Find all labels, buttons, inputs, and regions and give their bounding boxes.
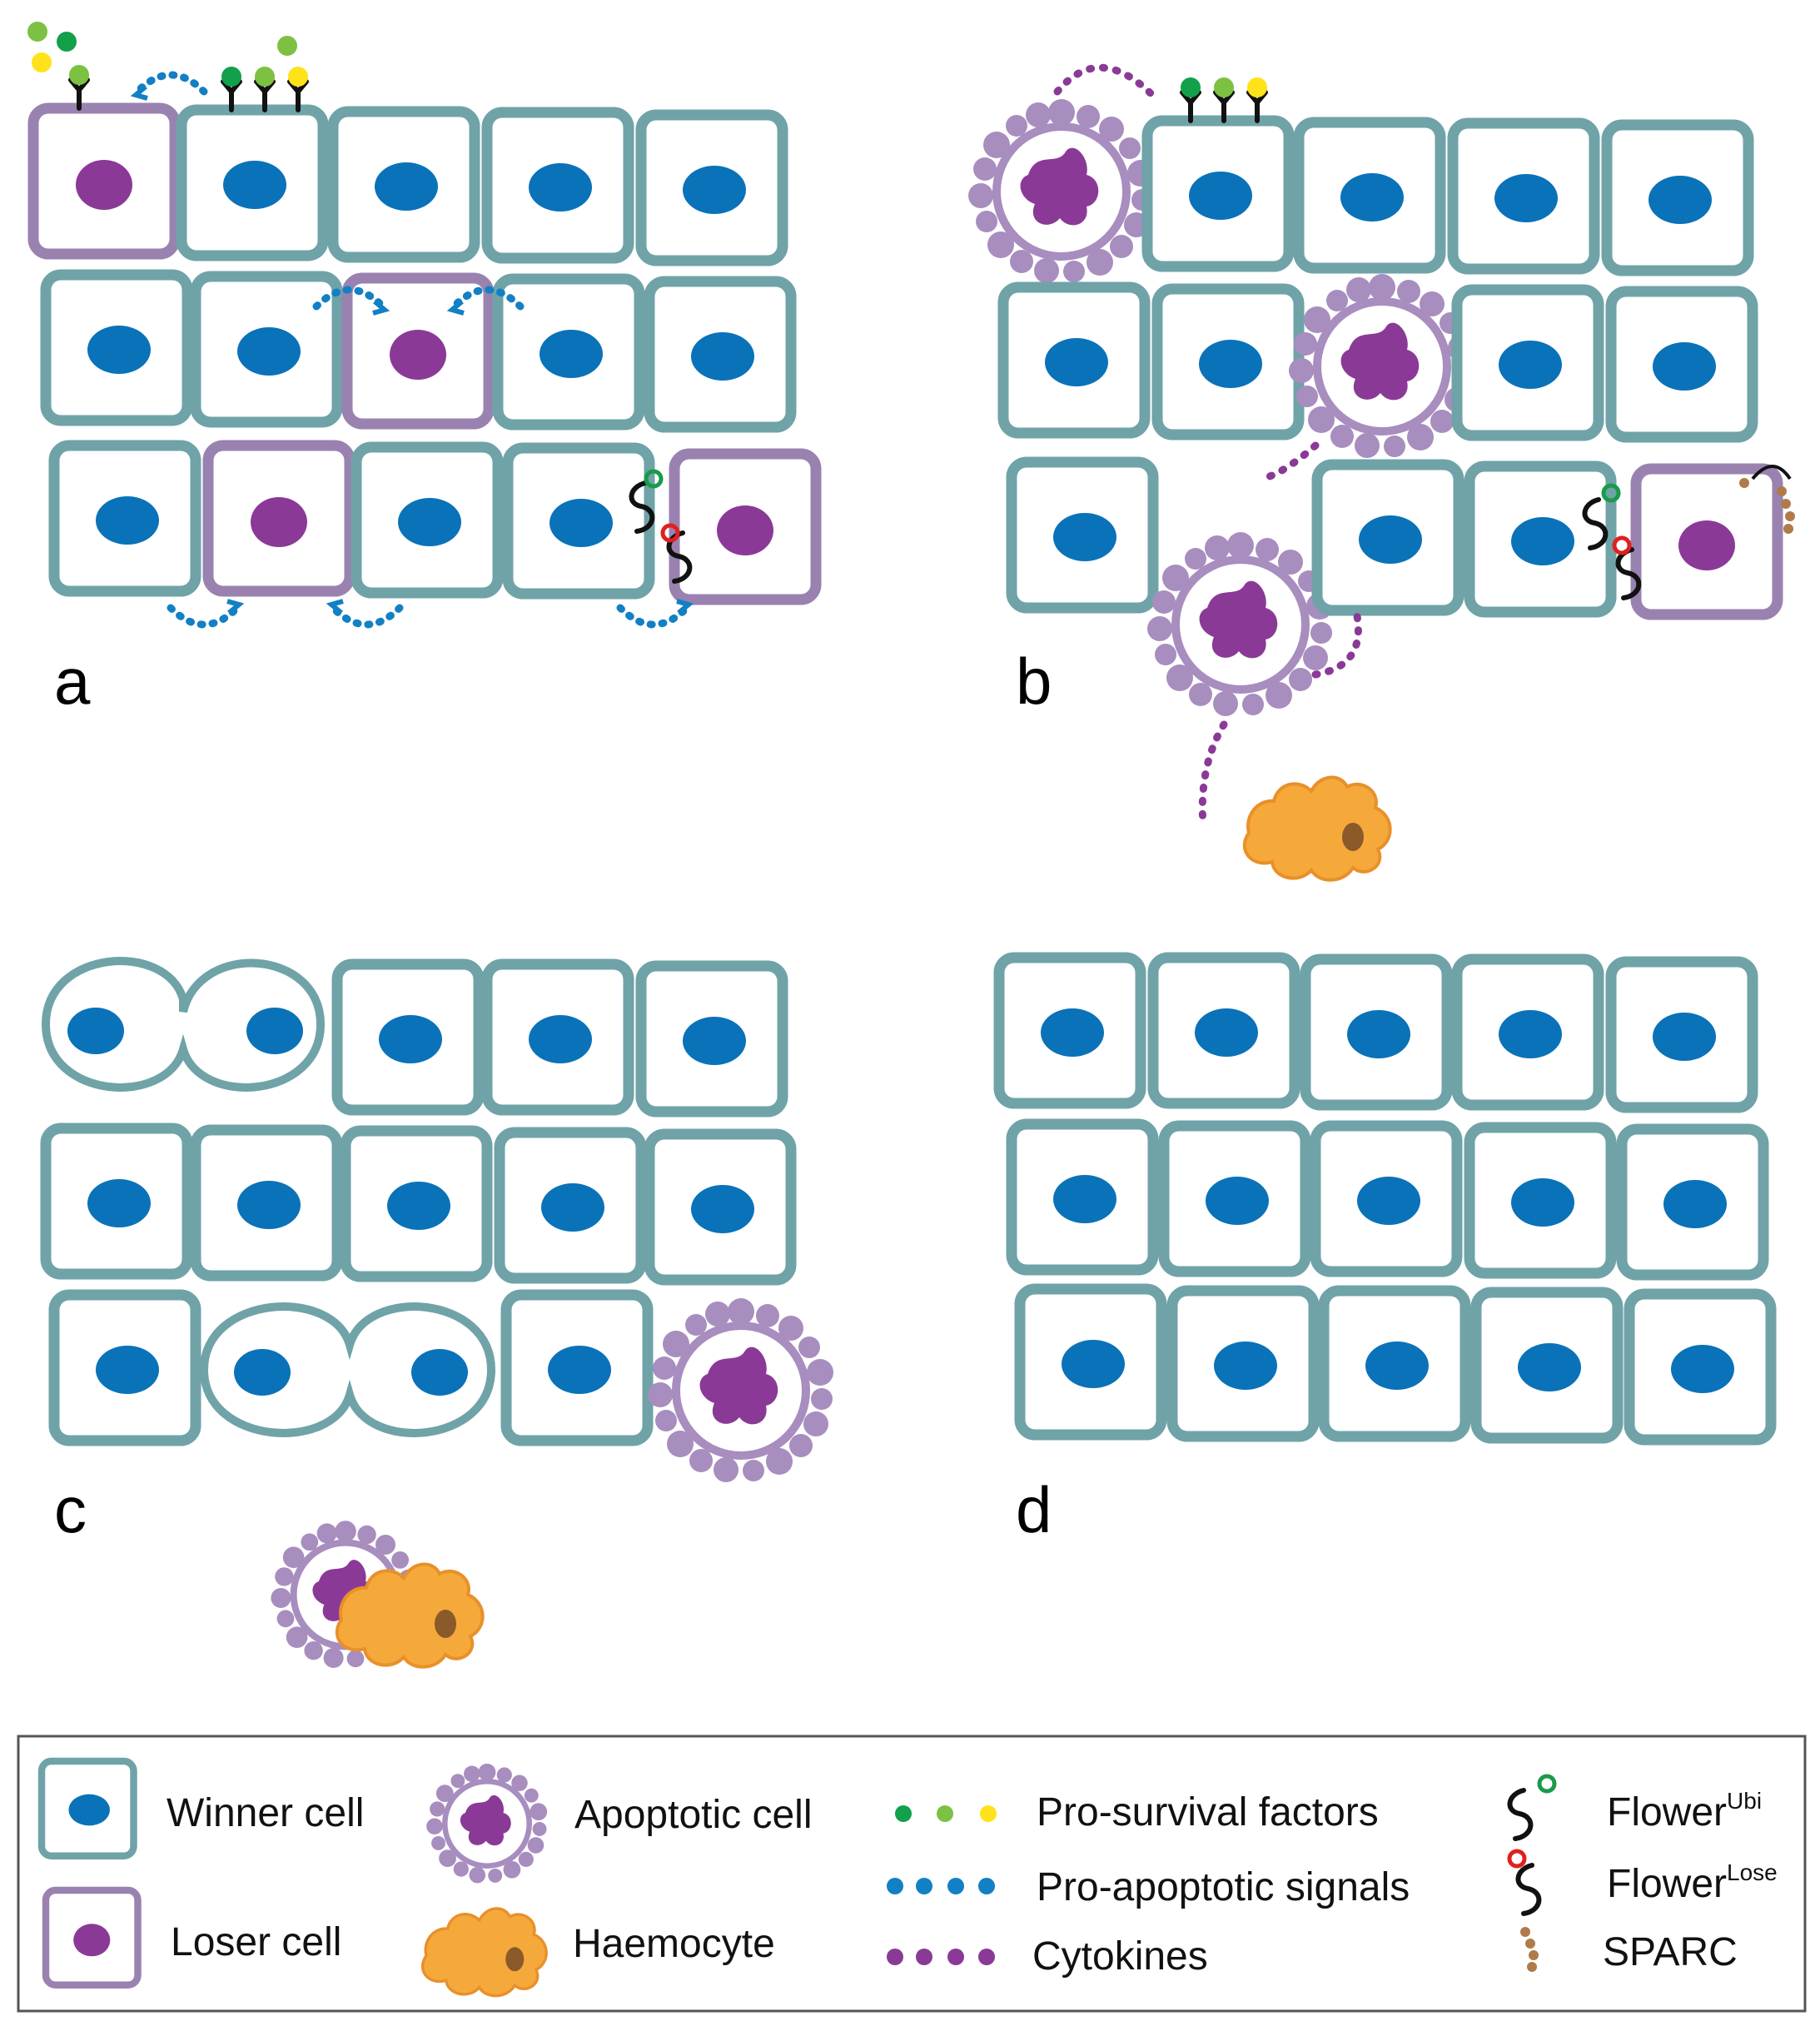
row-a2: [46, 275, 791, 427]
haemocyte: [1242, 775, 1392, 882]
winner-cell: [1469, 466, 1611, 612]
legend-flower-ubi: FlowerUbi: [1607, 1788, 1762, 1834]
winner-cell: [1003, 287, 1145, 433]
loser-cell: [33, 108, 175, 254]
winner-cell: [508, 448, 649, 594]
winner-cell: [1607, 125, 1748, 271]
loser-cell: [1636, 469, 1778, 615]
winner-cell: [1611, 962, 1753, 1108]
winner-cell: [1317, 465, 1459, 610]
winner-cell: [1164, 1126, 1305, 1272]
legend-box: [17, 1735, 1807, 2013]
pro-survival-factors-b: [1181, 77, 1267, 121]
loser-cell: [208, 446, 350, 591]
panel-a-label: a: [54, 645, 91, 718]
winner-cell: [1457, 290, 1599, 436]
winner-cell: [1147, 121, 1289, 266]
winner-cell-icon: [42, 1761, 134, 1856]
winner-cell: [649, 1134, 791, 1280]
winner-cell: [54, 1295, 196, 1441]
loser-cell-icon: [46, 1890, 138, 1985]
winner-cell: [1305, 959, 1447, 1105]
winner-cell: [500, 1132, 641, 1278]
apoptotic-cell: [1147, 532, 1333, 716]
legend-haemocyte: Haemocyte: [573, 1922, 775, 1966]
sparc-b: [1739, 465, 1795, 534]
panel-d: d: [999, 958, 1771, 1546]
row-a3: [54, 446, 816, 600]
winner-cell: [356, 447, 498, 593]
winner-cell: [1012, 1124, 1153, 1270]
legend-flower-lose: FlowerLose: [1607, 1859, 1778, 1906]
winner-cell: [487, 112, 629, 258]
winner-cell: [1457, 959, 1599, 1105]
winner-cell: [337, 964, 479, 1110]
flower-a: [632, 469, 690, 581]
winner-cell: [1012, 462, 1153, 608]
panel-b-label: b: [1016, 645, 1052, 718]
winner-cell: [346, 1131, 487, 1277]
winner-cell: [1629, 1294, 1771, 1440]
winner-cell: [46, 1128, 187, 1274]
loser-cell: [674, 454, 816, 600]
apoptotic-cell: [968, 99, 1154, 283]
cytokines-b: [1053, 63, 1362, 829]
pro-survival-factors-a: [27, 22, 308, 110]
winner-cell: [641, 115, 783, 261]
flower-b: [1585, 483, 1639, 598]
winner-cell: [1476, 1292, 1618, 1438]
apoptotic-cell: [648, 1298, 833, 1482]
winner-cell: [333, 112, 475, 257]
pro-apoptotic-dots-icon: [887, 1878, 995, 1894]
winner-cell: [1453, 123, 1594, 269]
legend-winner-cell: Winner cell: [167, 1791, 364, 1835]
panel-c: c: [41, 957, 833, 1668]
winner-cell: [196, 1130, 337, 1276]
pro-survival-dots-icon: [895, 1805, 997, 1822]
winner-cell: [1157, 289, 1299, 435]
legend-pro-apoptotic-signals: Pro-apoptotic signals: [1037, 1865, 1410, 1909]
panel-d-label: d: [1016, 1473, 1052, 1546]
legend-loser-cell: Loser cell: [171, 1920, 341, 1964]
sparc-icon: [1520, 1927, 1539, 1972]
winner-cell: [1315, 1126, 1457, 1272]
flower-lose-icon: [1507, 1849, 1539, 1914]
panel-a: a: [27, 22, 816, 718]
legend-apoptotic-cell: Apoptotic cell: [574, 1793, 813, 1837]
winner-cell: [1172, 1291, 1314, 1436]
flower-ubi-icon: [1510, 1774, 1557, 1839]
winner-cell: [46, 275, 187, 421]
loser-cell: [347, 278, 489, 424]
winner-cell: [1020, 1289, 1161, 1435]
winner-cell: [506, 1295, 648, 1441]
winner-cell: [1622, 1129, 1763, 1275]
winner-cell: [1611, 291, 1753, 437]
winner-cell: [649, 281, 791, 427]
legend: Winner cell Loser cell Apoptotic cell Ha…: [17, 1735, 1807, 2013]
winner-cell: [182, 110, 323, 256]
row-a1: [33, 108, 783, 261]
winner-cell: [1324, 1291, 1465, 1436]
winner-cell: [1153, 958, 1295, 1103]
winner-cell: [1469, 1127, 1611, 1273]
legend-sparc: SPARC: [1603, 1930, 1738, 1974]
winner-cell: [196, 276, 337, 422]
dividing-cell: [41, 957, 326, 1092]
winner-cell: [487, 964, 629, 1110]
winner-cell: [498, 279, 639, 425]
cytokine-dots-icon: [887, 1949, 995, 1965]
panel-c-label: c: [54, 1473, 87, 1546]
winner-cell: [54, 446, 196, 591]
legend-pro-survival-factors: Pro-survival factors: [1037, 1790, 1379, 1834]
winner-cell: [999, 958, 1141, 1103]
winner-cell: [641, 966, 783, 1112]
phagocytosis: [271, 1521, 485, 1668]
dividing-cell: [199, 1302, 496, 1437]
winner-cell: [1299, 122, 1440, 268]
legend-cytokines: Cytokines: [1032, 1934, 1208, 1979]
panel-b: b: [968, 63, 1795, 882]
apoptotic-cell: [1289, 274, 1474, 458]
